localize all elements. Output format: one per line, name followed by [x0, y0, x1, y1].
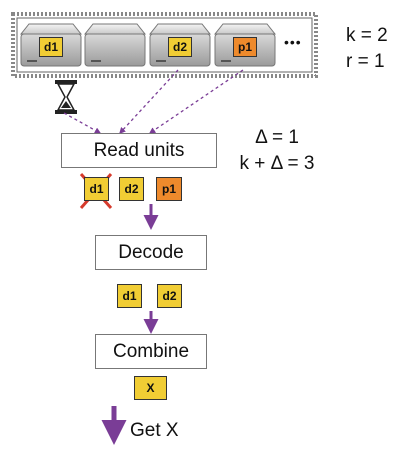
decode-box: Decode: [95, 235, 207, 270]
arrow-p1-to-read: [148, 69, 244, 134]
server-rack-frame: [11, 12, 318, 78]
server-chip-d1: d1: [39, 37, 63, 57]
read-chip-d2: d2: [119, 177, 144, 201]
read-units-box: Read units: [61, 133, 217, 168]
server-rack-inner: [16, 17, 313, 73]
ellipsis: •••: [284, 34, 302, 50]
hourglass-icon: [55, 80, 77, 114]
decoded-chip-d2: d2: [157, 284, 182, 308]
combined-chip-x: X: [134, 376, 167, 400]
arrow-d1-to-read: [63, 112, 102, 134]
server-chip-p1: p1: [233, 37, 257, 57]
server-empty: [83, 23, 147, 67]
read-chip-p1: p1: [156, 177, 182, 201]
k-plus-delta-label: k + Δ = 3: [239, 153, 315, 174]
server-chip-d2: d2: [168, 37, 192, 57]
arrow-d2-to-read: [119, 69, 179, 134]
get-x-label: Get X: [130, 420, 179, 441]
param-k: k = 2: [346, 25, 388, 46]
decoded-chip-d1: d1: [117, 284, 142, 308]
read-chip-d1-cancelled: d1: [84, 177, 109, 201]
param-r: r = 1: [346, 51, 385, 72]
delta-label: Δ = 1: [255, 127, 299, 148]
combine-box: Combine: [95, 334, 207, 369]
